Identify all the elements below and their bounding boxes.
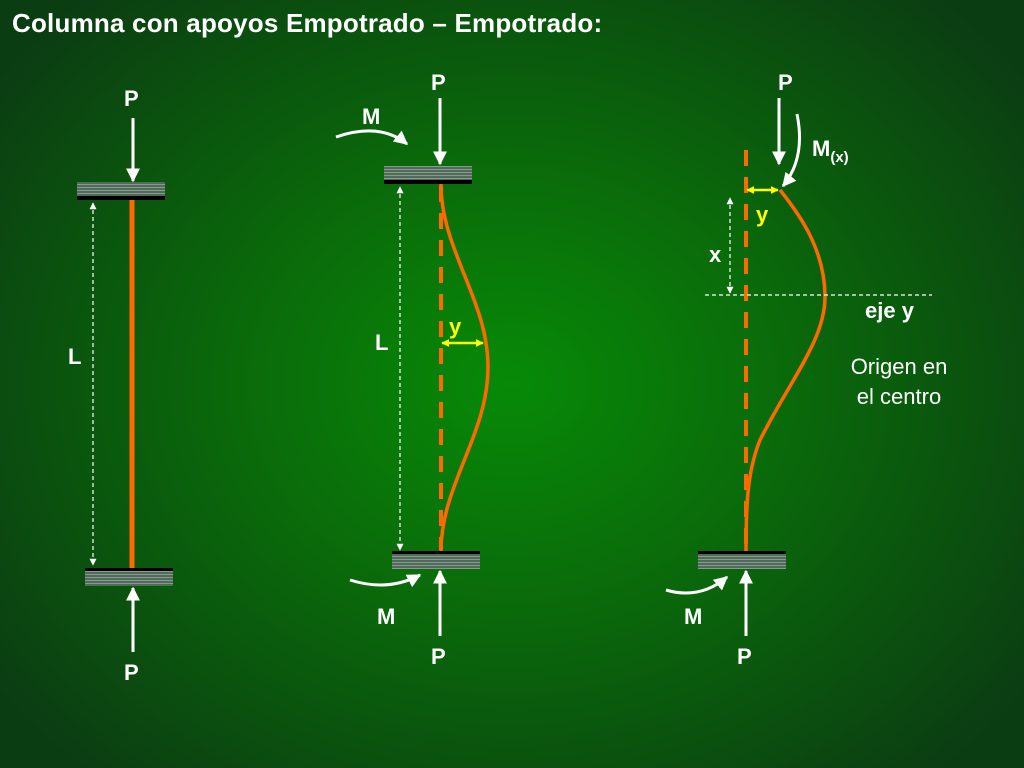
top-load-label: P xyxy=(124,86,139,111)
moment-arrow-bottom xyxy=(665,575,729,595)
x-label: x xyxy=(709,242,722,267)
moment-label: M(x) xyxy=(812,136,849,166)
bottom-load-label: P xyxy=(124,660,139,685)
length-label: L xyxy=(68,344,81,369)
moment-arrow-top xyxy=(781,113,801,188)
moment-arrow-bottom xyxy=(349,573,422,588)
moment-arrow-top xyxy=(335,129,409,146)
bottom-support-plate xyxy=(698,551,786,569)
top-load-label: P xyxy=(431,70,446,95)
bottom-moment-label: M xyxy=(377,604,395,629)
origin-note-line-1: Origen en xyxy=(851,354,948,379)
length-label: L xyxy=(375,330,388,355)
top-support-plate xyxy=(77,182,165,200)
deflected-column-curve xyxy=(439,183,490,552)
top-moment-label: M xyxy=(362,104,380,129)
origin-note-line-2: el centro xyxy=(857,384,941,409)
bottom-load-label: P xyxy=(737,644,752,669)
top-load-label: P xyxy=(778,70,793,95)
slide-title: Columna con apoyos Empotrado – Empotrado… xyxy=(12,8,603,38)
top-support-plate xyxy=(384,166,472,184)
axis-label: eje y xyxy=(865,298,915,323)
column-3-group: P P M(x) M x y eje y Origen en el centro xyxy=(665,70,948,669)
column-2-group: P P M M L y xyxy=(335,70,490,669)
deflection-label: y xyxy=(449,314,462,339)
bottom-support-plate xyxy=(392,551,480,569)
column-1-group: P P L xyxy=(68,86,173,685)
bottom-support-plate xyxy=(85,568,173,586)
deflection-label: y xyxy=(756,202,769,227)
bottom-load-label: P xyxy=(431,644,446,669)
bottom-moment-label: M xyxy=(684,604,702,629)
deflected-column-curve xyxy=(744,188,827,552)
